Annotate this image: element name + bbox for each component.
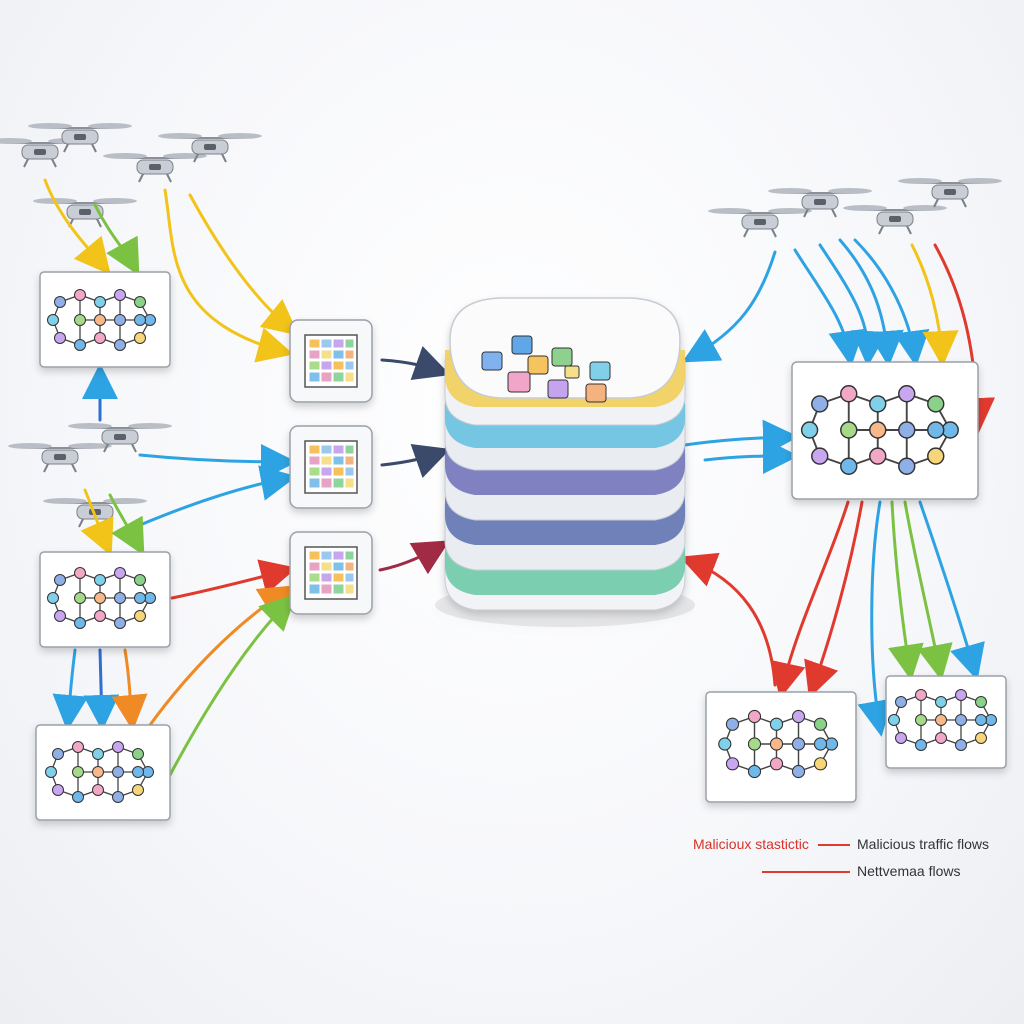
layered-server-stack-icon <box>435 297 695 627</box>
flow-arrow <box>80 488 114 557</box>
flow-arrow <box>818 243 888 367</box>
legend-malicious-traffic-flows: Malicious traffic flows <box>857 836 990 852</box>
flow-arrow <box>804 500 864 699</box>
legend-network-flows: Nettvemaa flows <box>857 863 961 879</box>
flow-arrow <box>770 500 850 699</box>
network-graph-card <box>39 551 171 648</box>
feature-matrix-icon <box>304 334 358 388</box>
legend-red-line <box>762 871 850 873</box>
flow-arrow <box>43 178 111 275</box>
flow-arrow <box>138 465 297 527</box>
flow-arrow <box>793 248 865 367</box>
flow-arrow <box>703 438 799 475</box>
flow-arrow <box>108 493 145 556</box>
flow-arrow <box>163 188 294 363</box>
flow-arrow <box>93 203 140 276</box>
drone-icon <box>842 204 948 235</box>
flow-arrow <box>138 443 297 480</box>
network-graph-card <box>791 361 979 500</box>
flow-arrow <box>838 238 904 367</box>
flow-arrow <box>170 559 297 600</box>
network-graph-card <box>705 691 857 803</box>
flow-arrows <box>43 178 996 777</box>
network-graph-card <box>35 724 171 821</box>
flow-arrow <box>188 193 299 336</box>
flow-arrow <box>52 648 89 731</box>
flow-arrow <box>679 552 777 687</box>
flow-arrow <box>918 500 985 681</box>
flow-arrow <box>910 243 959 367</box>
feature-matrix-icon <box>304 440 358 494</box>
feature-matrix-card <box>289 531 373 615</box>
legend-malicious-statistic: Malicioux stastictic <box>693 836 809 852</box>
feature-matrix-card <box>289 319 373 403</box>
network-graph-card <box>39 271 171 368</box>
flow-arrow <box>83 648 120 731</box>
network-graph-card <box>885 675 1007 769</box>
flow-arrow <box>168 593 297 777</box>
flow-arrow <box>380 346 451 380</box>
drone-icon <box>7 442 113 473</box>
drone-icon <box>897 177 1003 208</box>
flow-arrow <box>903 500 953 681</box>
flow-arrow <box>853 238 930 367</box>
flow-arrow <box>378 540 450 575</box>
feature-matrix-card <box>289 425 373 509</box>
flow-arrow <box>380 444 451 478</box>
feature-matrix-icon <box>304 546 358 600</box>
drone-icon <box>102 152 208 183</box>
drone-icon <box>707 207 813 238</box>
flow-arrow <box>111 648 148 731</box>
flow-arrow <box>888 500 924 681</box>
flow-arrow <box>682 250 777 363</box>
legend-red-line <box>818 844 850 846</box>
flow-arrow <box>857 500 894 737</box>
drone-icon <box>32 197 138 228</box>
flow-arrow <box>683 419 799 456</box>
